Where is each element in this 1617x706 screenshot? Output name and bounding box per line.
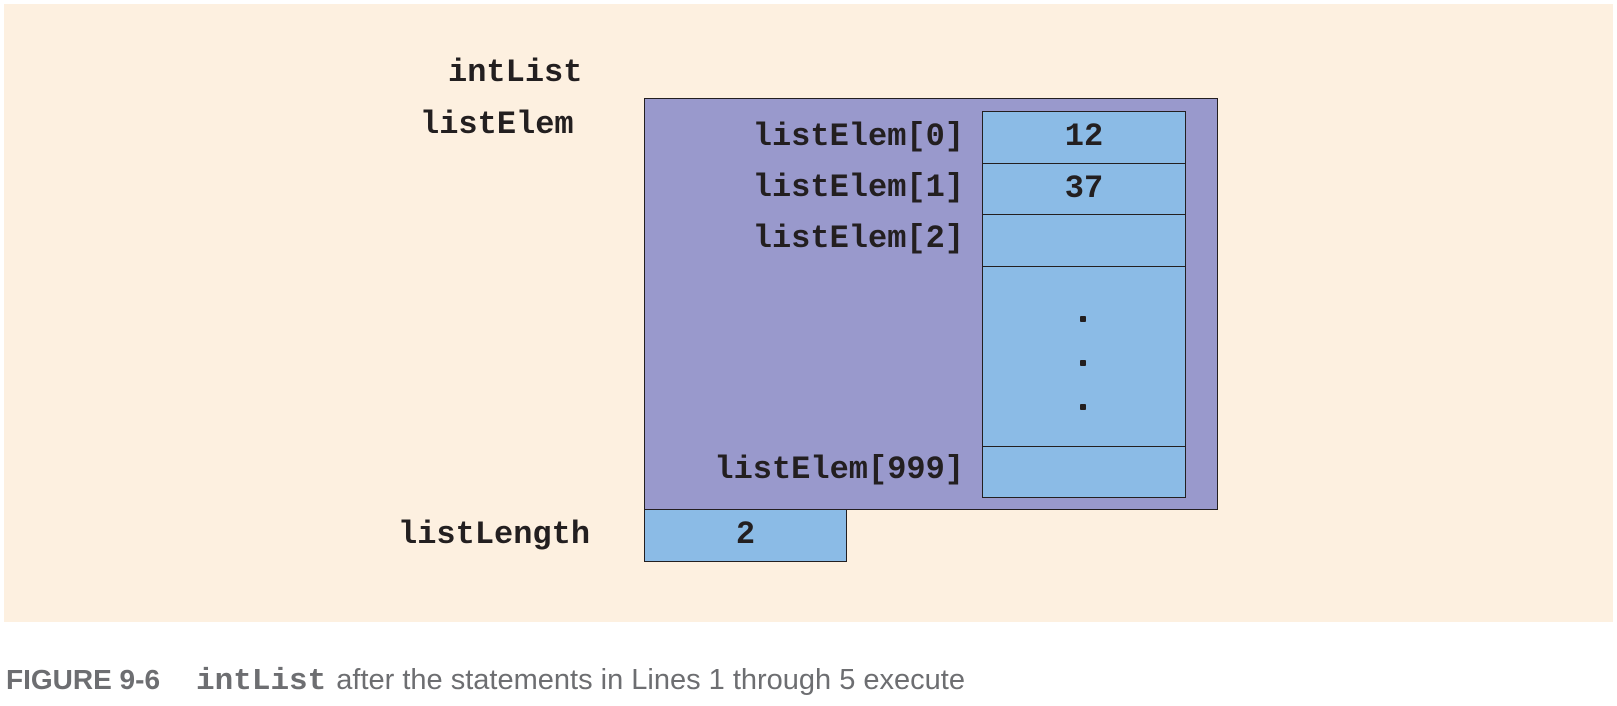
ellipsis-dot [1080, 316, 1086, 322]
array-row-label-3: listElem[999] [714, 451, 964, 488]
caption-code: intList [196, 664, 327, 699]
member-array-label: listElem [420, 106, 574, 143]
length-cell: 2 [644, 509, 847, 562]
array-cell-2 [982, 214, 1186, 267]
array-row-label-2: listElem[2] [752, 220, 964, 257]
array-row-label-0: listElem[0] [752, 118, 964, 155]
array-cell-last [982, 446, 1186, 498]
ellipsis-dot [1080, 360, 1086, 366]
struct-name-label: intList [448, 54, 583, 91]
array-cell-value: 37 [1064, 170, 1104, 207]
caption-figure-label: FIGURE 9-6 [6, 664, 161, 695]
array-row-label-1: listElem[1] [752, 169, 964, 206]
array-cell-value: 12 [1064, 118, 1104, 155]
figure-caption: FIGURE 9-6 intList after the statements in… [6, 660, 965, 700]
array-cell-0: 12 [982, 111, 1186, 164]
caption-text: after the statements in Lines 1 through … [336, 664, 965, 696]
length-value: 2 [735, 516, 756, 553]
member-length-label: listLength [398, 516, 591, 553]
array-ellipsis-cell [982, 266, 1186, 447]
array-cell-1: 37 [982, 163, 1186, 215]
ellipsis-dot [1080, 404, 1086, 410]
